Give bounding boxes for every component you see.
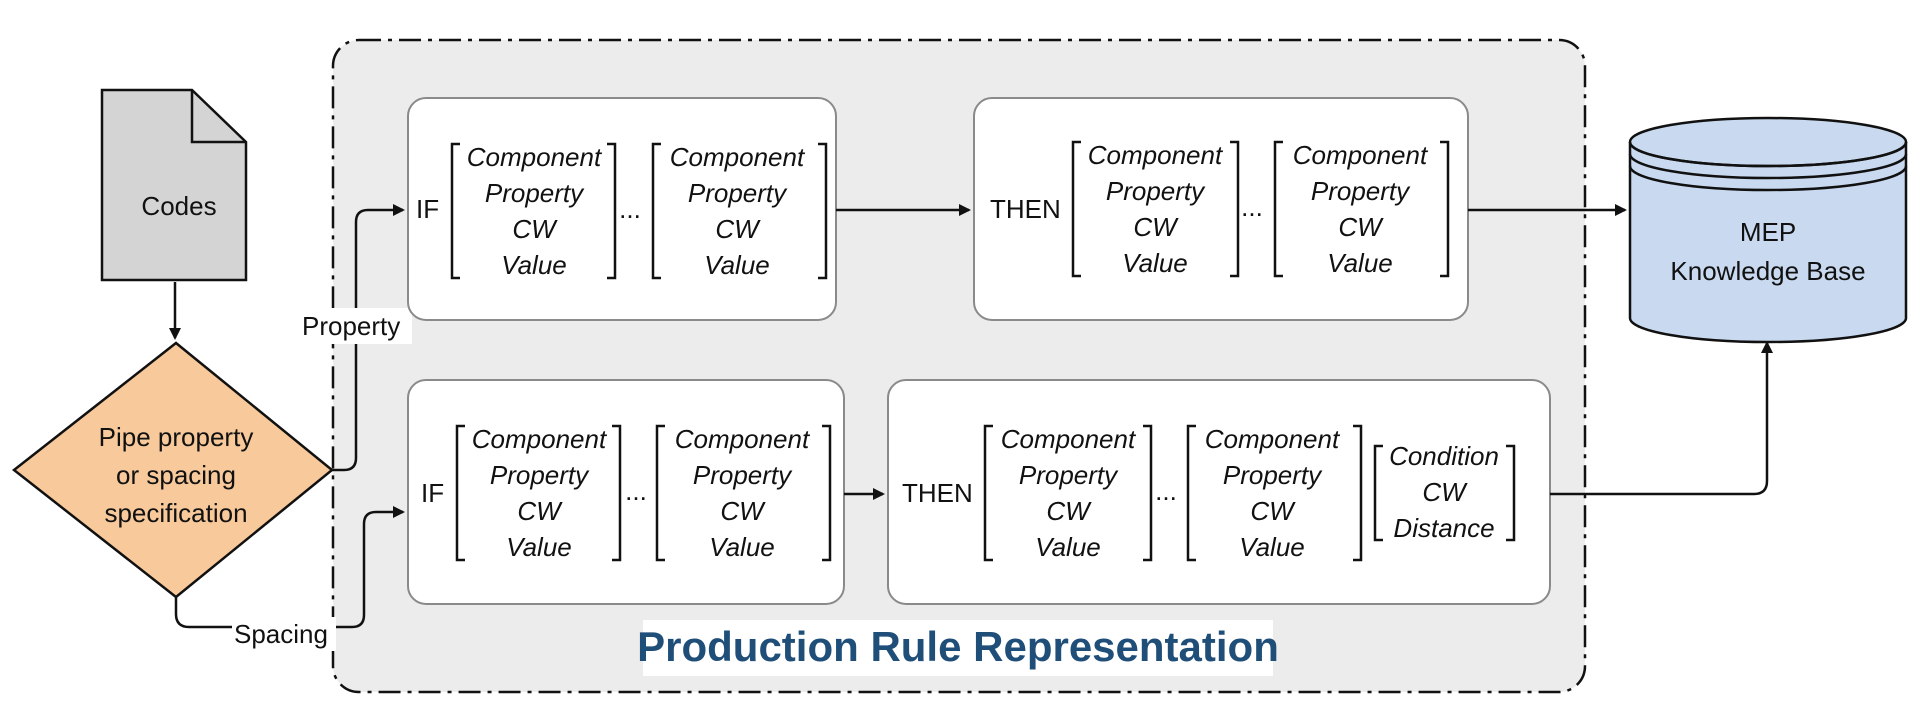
top-then-vec2-bracket-left <box>1273 140 1283 278</box>
bottom-if-ellipsis: ... <box>625 476 647 506</box>
top-then-vec1-line-2: Property <box>1106 176 1206 206</box>
decision-line-3: specification <box>104 498 247 528</box>
spacing-branch-label: Spacing <box>234 619 328 649</box>
bottom-then-vec2-line-4: Value <box>1239 532 1305 562</box>
codes-document-icon: Codes <box>100 88 248 282</box>
top-if-vec1-line-2: Property <box>485 178 585 208</box>
bottom-then-vec2-line-3: CW <box>1250 496 1296 526</box>
top-then-vec2-bracket-right <box>1440 140 1450 278</box>
top-if-vec2-line-1: Component <box>670 142 806 172</box>
bottom-then-vec1-line-4: Value <box>1035 532 1101 562</box>
spacing-branch-arrow <box>174 506 405 629</box>
knowledge-base-line-1: MEP <box>1740 217 1796 247</box>
bottom-if-vec1-line-4: Value <box>506 532 572 562</box>
top-if-vec2-line-4: Value <box>704 250 770 280</box>
property-branch-label: Property <box>302 311 400 341</box>
condition-vec-line-2: CW <box>1422 477 1468 507</box>
condition-vec-bracket-left <box>1373 444 1383 542</box>
bottom-then-vec1-bracket-right <box>1143 424 1153 562</box>
knowledge-base-line-2: Knowledge Base <box>1670 256 1865 286</box>
top-if-vec2-line-2: Property <box>688 178 788 208</box>
decision-line-2: or spacing <box>116 460 236 490</box>
bottom-if-vec2-bracket-right <box>822 424 832 562</box>
top-if-vec1-line-3: CW <box>512 214 558 244</box>
top-if-vec2-line-3: CW <box>715 214 761 244</box>
bottom-if-keyword: IF <box>421 478 444 508</box>
top-then-vec1-line-1: Component <box>1088 140 1224 170</box>
bottom-then-keyword: THEN <box>902 478 973 508</box>
bottom-if-vec1-bracket-right <box>612 424 622 562</box>
decision-diamond: Pipe property or spacing specification <box>11 341 334 599</box>
spacing-label-bg <box>232 617 336 651</box>
top-if-vec1-bracket-left <box>450 142 460 280</box>
top-then-vec1-line-3: CW <box>1133 212 1179 242</box>
bottom-if-vec1-line-3: CW <box>517 496 563 526</box>
property-label-bg <box>296 308 412 344</box>
top-if-vec1-line-4: Value <box>501 250 567 280</box>
bottom-if-vec2-line-1: Component <box>675 424 811 454</box>
top-if-vec2-bracket-right <box>818 142 828 280</box>
decision-line-1: Pipe property <box>99 422 254 452</box>
bottom-then-vec1-line-2: Property <box>1019 460 1119 490</box>
top-then-vec1-bracket-left <box>1071 140 1081 278</box>
condition-vec-line-3: Distance <box>1393 513 1494 543</box>
bottom-if-vec2-line-4: Value <box>709 532 775 562</box>
top-then-vec1-bracket-right <box>1230 140 1240 278</box>
bottom-then-vec1-line-1: Component <box>1001 424 1137 454</box>
condition-vec-bracket-right <box>1506 444 1516 542</box>
bottom-then-vec2-bracket-left <box>1186 424 1196 562</box>
bottom-then-vec2-bracket-right <box>1353 424 1363 562</box>
bottom-then-ellipsis: ... <box>1155 476 1177 506</box>
bottom-then-vec2-line-1: Component <box>1205 424 1341 454</box>
codes-label: Codes <box>141 191 216 221</box>
bottom-if-vec1-line-2: Property <box>490 460 590 490</box>
bottom-if-vec1-line-1: Component <box>472 424 608 454</box>
top-then-vec2-line-4: Value <box>1327 248 1393 278</box>
top-if-vec1-line-1: Component <box>467 142 603 172</box>
bottom-if-vec1-bracket-left <box>455 424 465 562</box>
top-then-keyword: THEN <box>990 194 1061 224</box>
bottom-then-vec1-bracket-left <box>983 424 993 562</box>
top-then-vec2-line-2: Property <box>1311 176 1411 206</box>
top-then-box: THEN Component Property CW Value ... Com… <box>973 97 1469 321</box>
bottom-if-box: IF Component Property CW Value ... Compo… <box>407 379 845 605</box>
top-then-vec2-line-3: CW <box>1338 212 1384 242</box>
bottom-if-vec2-line-3: CW <box>720 496 766 526</box>
container-title: Production Rule Representation <box>637 623 1279 670</box>
top-if-vec1-bracket-right <box>607 142 617 280</box>
top-then-vec1-line-4: Value <box>1122 248 1188 278</box>
top-if-vec2-bracket-left <box>651 142 661 280</box>
bottom-then-vec2-line-2: Property <box>1223 460 1323 490</box>
top-if-box: IF Component Property CW Value ... Compo… <box>407 97 837 321</box>
top-then-vec2-line-1: Component <box>1293 140 1429 170</box>
mep-knowledge-base-database-icon: MEP Knowledge Base <box>1628 116 1908 344</box>
bottom-then-box: THEN Component Property CW Value ... Com… <box>887 379 1551 605</box>
top-then-ellipsis: ... <box>1241 192 1263 222</box>
top-if-ellipsis: ... <box>619 194 641 224</box>
top-if-keyword: IF <box>416 194 439 224</box>
bottom-then-to-db-arrow <box>1550 341 1773 496</box>
container-title-bg <box>643 620 1273 676</box>
bottom-if-vec2-bracket-left <box>655 424 665 562</box>
bottom-then-vec1-line-3: CW <box>1046 496 1092 526</box>
bottom-if-vec2-line-2: Property <box>693 460 793 490</box>
condition-vec-line-1: Condition <box>1389 441 1499 471</box>
